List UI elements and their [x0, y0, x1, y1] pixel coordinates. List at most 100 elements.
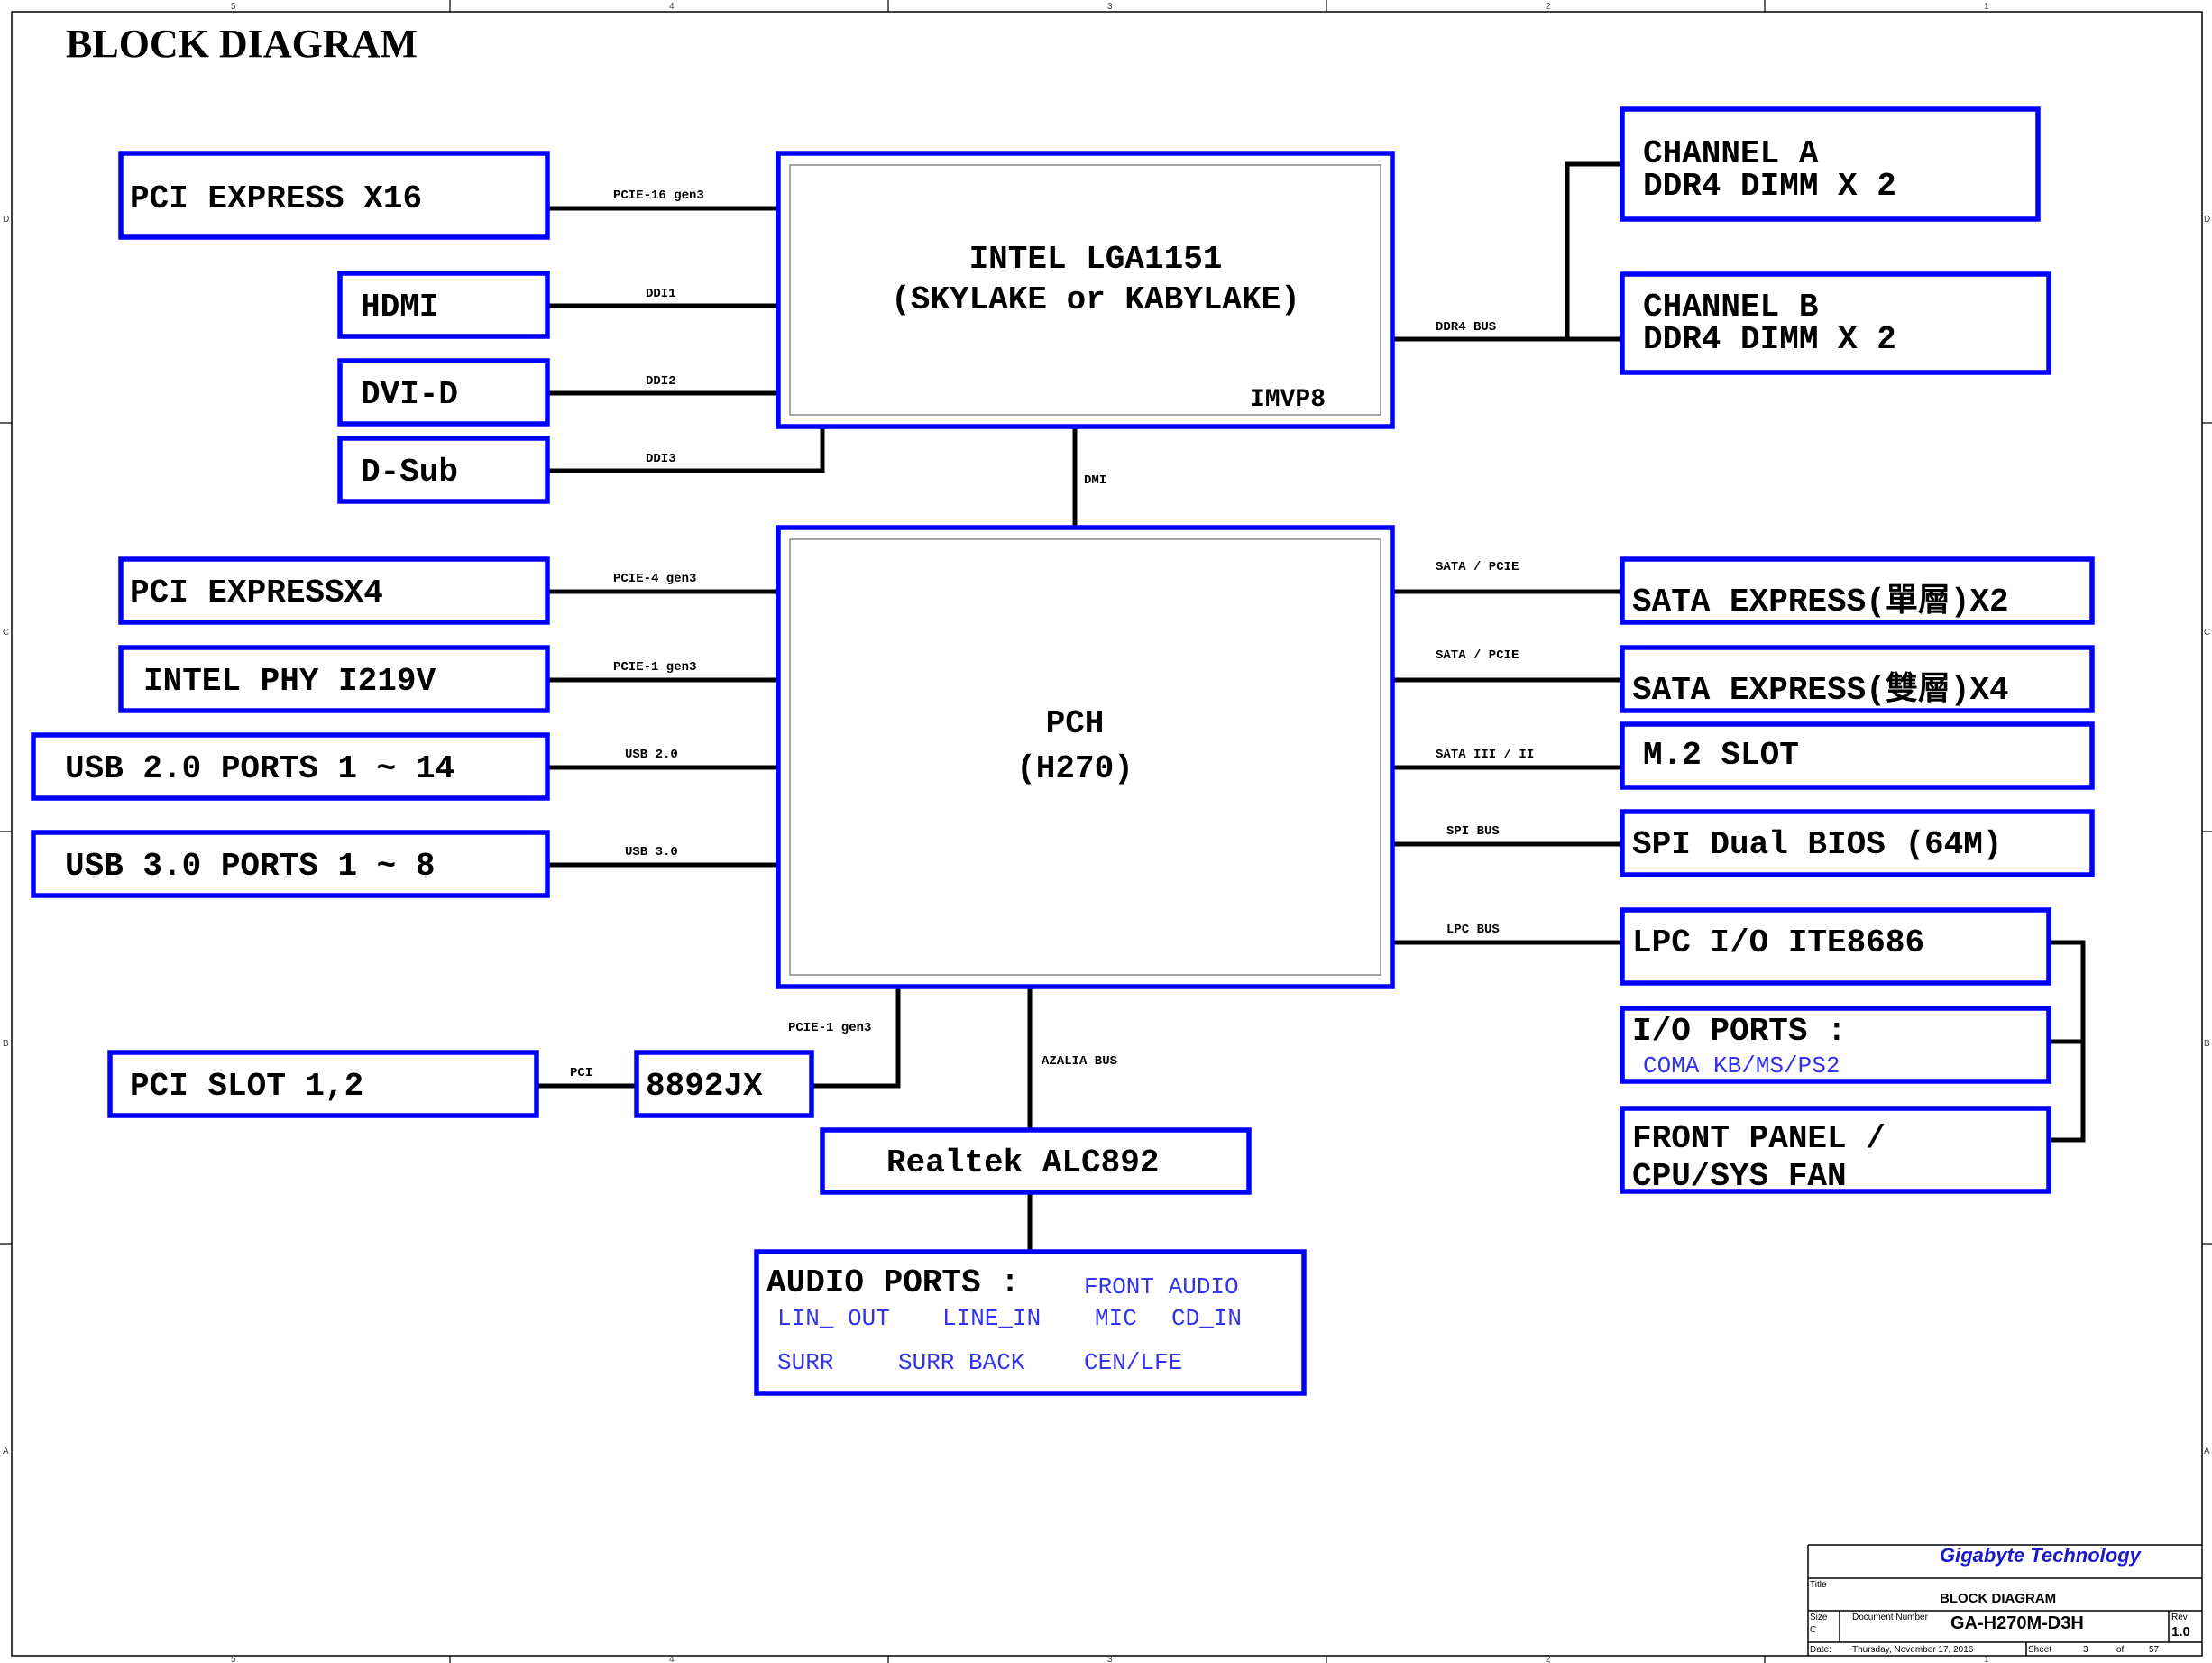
channel-b-box	[1620, 271, 2051, 375]
sata-express-x4-label: SATA EXPRESS(雙層)X4	[1632, 670, 2009, 709]
lpc-io-label: LPC I/O ITE8686	[1632, 924, 1924, 961]
zone-row-d-right: D	[2204, 215, 2210, 225]
cpu-sys-fan-label: CPU/SYS FAN	[1632, 1158, 1847, 1195]
audio-ports-label: AUDIO PORTS :	[766, 1264, 1020, 1301]
rev-value: 1.0	[2171, 1624, 2190, 1640]
audio-cd-in: CD_IN	[1171, 1305, 1242, 1332]
sata-express-x4-box	[1620, 645, 2095, 713]
channel-a-label: CHANNEL A	[1643, 135, 1819, 172]
io-ports-sub: COMA KB/MS/PS2	[1643, 1052, 1840, 1080]
rev-caption: Rev	[2171, 1612, 2188, 1622]
audio-surr-back: SURR BACK	[898, 1349, 1025, 1376]
channel-b-dimm: DDR4 DIMM X 2	[1643, 321, 1896, 358]
audio-surr: SURR	[777, 1349, 833, 1376]
channel-a-box	[1620, 106, 2041, 222]
cpu-inner-outline	[789, 164, 1381, 416]
intel-phy-label: INTEL PHY I219V	[143, 663, 436, 700]
bridge-box	[634, 1050, 814, 1118]
wire-lpc-bus-right	[2046, 940, 2086, 1143]
zone-col-1-top: 1	[1984, 2, 1989, 12]
zone-row-b-left: B	[3, 1039, 9, 1049]
wire-pcie1-bridge	[809, 985, 901, 1089]
size-value: C	[1810, 1625, 1816, 1635]
net-pci: PCI	[570, 1066, 592, 1080]
audio-front-audio: FRONT AUDIO	[1084, 1273, 1239, 1300]
wire-ddi3	[546, 425, 825, 473]
usb3-box	[31, 830, 550, 898]
zone-col-2-top: 2	[1546, 2, 1551, 12]
front-panel-box	[1620, 1106, 2051, 1194]
codec-box	[820, 1127, 1252, 1195]
codec-label: Realtek ALC892	[886, 1144, 1159, 1181]
zone-col-3-top: 3	[1107, 2, 1113, 12]
sata-express-x2-box	[1620, 556, 2095, 625]
wires	[534, 161, 2086, 1254]
usb2-label: USB 2.0 PORTS 1 ~ 14	[65, 750, 454, 787]
audio-blocks: Realtek ALC892 AUDIO PORTS : FRONT AUDIO…	[754, 1127, 1307, 1396]
net-azalia: AZALIA BUS	[1042, 1054, 1117, 1069]
net-ddi2: DDI2	[646, 374, 676, 389]
sheet-caption: Sheet	[2028, 1645, 2051, 1655]
page-title: BLOCK DIAGRAM	[66, 22, 418, 66]
dsub-label: D-Sub	[361, 454, 458, 491]
zone-col-4-top: 4	[669, 2, 675, 12]
pch-block: PCH (H270)	[776, 525, 1395, 989]
net-spi: SPI BUS	[1446, 824, 1500, 839]
sheet-value: 3	[2083, 1645, 2088, 1655]
zone-col-1-bottom: 1	[1984, 1655, 1989, 1663]
date-caption: Date:	[1810, 1645, 1831, 1655]
hdmi-label: HDMI	[361, 289, 438, 326]
usb3-label: USB 3.0 PORTS 1 ~ 8	[65, 848, 435, 885]
pch-inner-outline	[789, 538, 1381, 976]
zone-col-3-bottom: 3	[1107, 1655, 1113, 1663]
usb2-box	[31, 732, 550, 801]
front-panel-label: FRONT PANEL /	[1632, 1120, 1886, 1157]
intel-phy-box	[118, 645, 550, 713]
spi-bios-box	[1620, 809, 2095, 877]
pch-model: (H270)	[1016, 750, 1134, 787]
net-sata1: SATA / PCIE	[1436, 560, 1519, 574]
zone-row-c-left: C	[3, 628, 9, 638]
audio-line-in: LINE_IN	[942, 1305, 1041, 1332]
net-pcie16: PCIE-16 gen3	[613, 188, 704, 203]
pch-outline	[776, 525, 1395, 989]
zone-col-5-bottom: 5	[231, 1655, 236, 1663]
size-caption: Size	[1810, 1612, 1828, 1622]
zone-row-c-right: C	[2204, 628, 2210, 638]
net-sata3: SATA III / II	[1436, 748, 1534, 762]
zone-col-2-bottom: 2	[1546, 1655, 1551, 1663]
sheet-border	[11, 11, 2203, 1657]
net-pcie1: PCIE-1 gen3	[613, 660, 696, 675]
cpu-outline	[776, 151, 1395, 429]
dsub-box	[337, 436, 550, 504]
date-value: Thursday, November 17, 2016	[1852, 1645, 1974, 1655]
spi-bios-label: SPI Dual BIOS (64M)	[1632, 826, 2002, 863]
wire-ddr4-bus	[1391, 161, 1624, 342]
net-labels: PCIE-16 gen3 DDI1 DDI2 DDI3 DDR4 BUS DMI…	[570, 188, 1534, 1080]
channel-b-label: CHANNEL B	[1643, 289, 1818, 326]
zone-row-b-right: B	[2204, 1039, 2210, 1049]
zone-row-a-left: A	[3, 1447, 9, 1456]
bridge-label: 8892JX	[646, 1068, 763, 1105]
net-ddi1: DDI1	[646, 287, 676, 301]
dvi-d-box	[337, 358, 550, 427]
hdmi-box	[337, 271, 550, 339]
cpu-family: (SKYLAKE or KABYLAKE)	[891, 281, 1300, 318]
left-blocks: PCI EXPRESS X16 HDMI DVI-D D-Sub PCI EXP…	[31, 151, 814, 1118]
pcie-x4-box	[118, 556, 550, 625]
title-block-grid	[1807, 1544, 2202, 1656]
cpu-name: INTEL LGA1151	[969, 241, 1223, 278]
net-pcie4: PCIE-4 gen3	[613, 572, 696, 586]
net-sata2: SATA / PCIE	[1436, 648, 1519, 663]
io-ports-label: I/O PORTS :	[1632, 1013, 1847, 1050]
io-ports-box	[1620, 1006, 2051, 1084]
lpc-io-box	[1620, 907, 2051, 986]
net-ddi3: DDI3	[646, 452, 676, 466]
audio-mic: MIC	[1095, 1305, 1137, 1332]
dvi-d-label: DVI-D	[361, 376, 458, 413]
title-caption: Title	[1810, 1580, 1827, 1590]
title-value: BLOCK DIAGRAM	[1940, 1591, 2056, 1606]
pci-slot-box	[107, 1050, 539, 1118]
pch-name: PCH	[1046, 705, 1105, 742]
